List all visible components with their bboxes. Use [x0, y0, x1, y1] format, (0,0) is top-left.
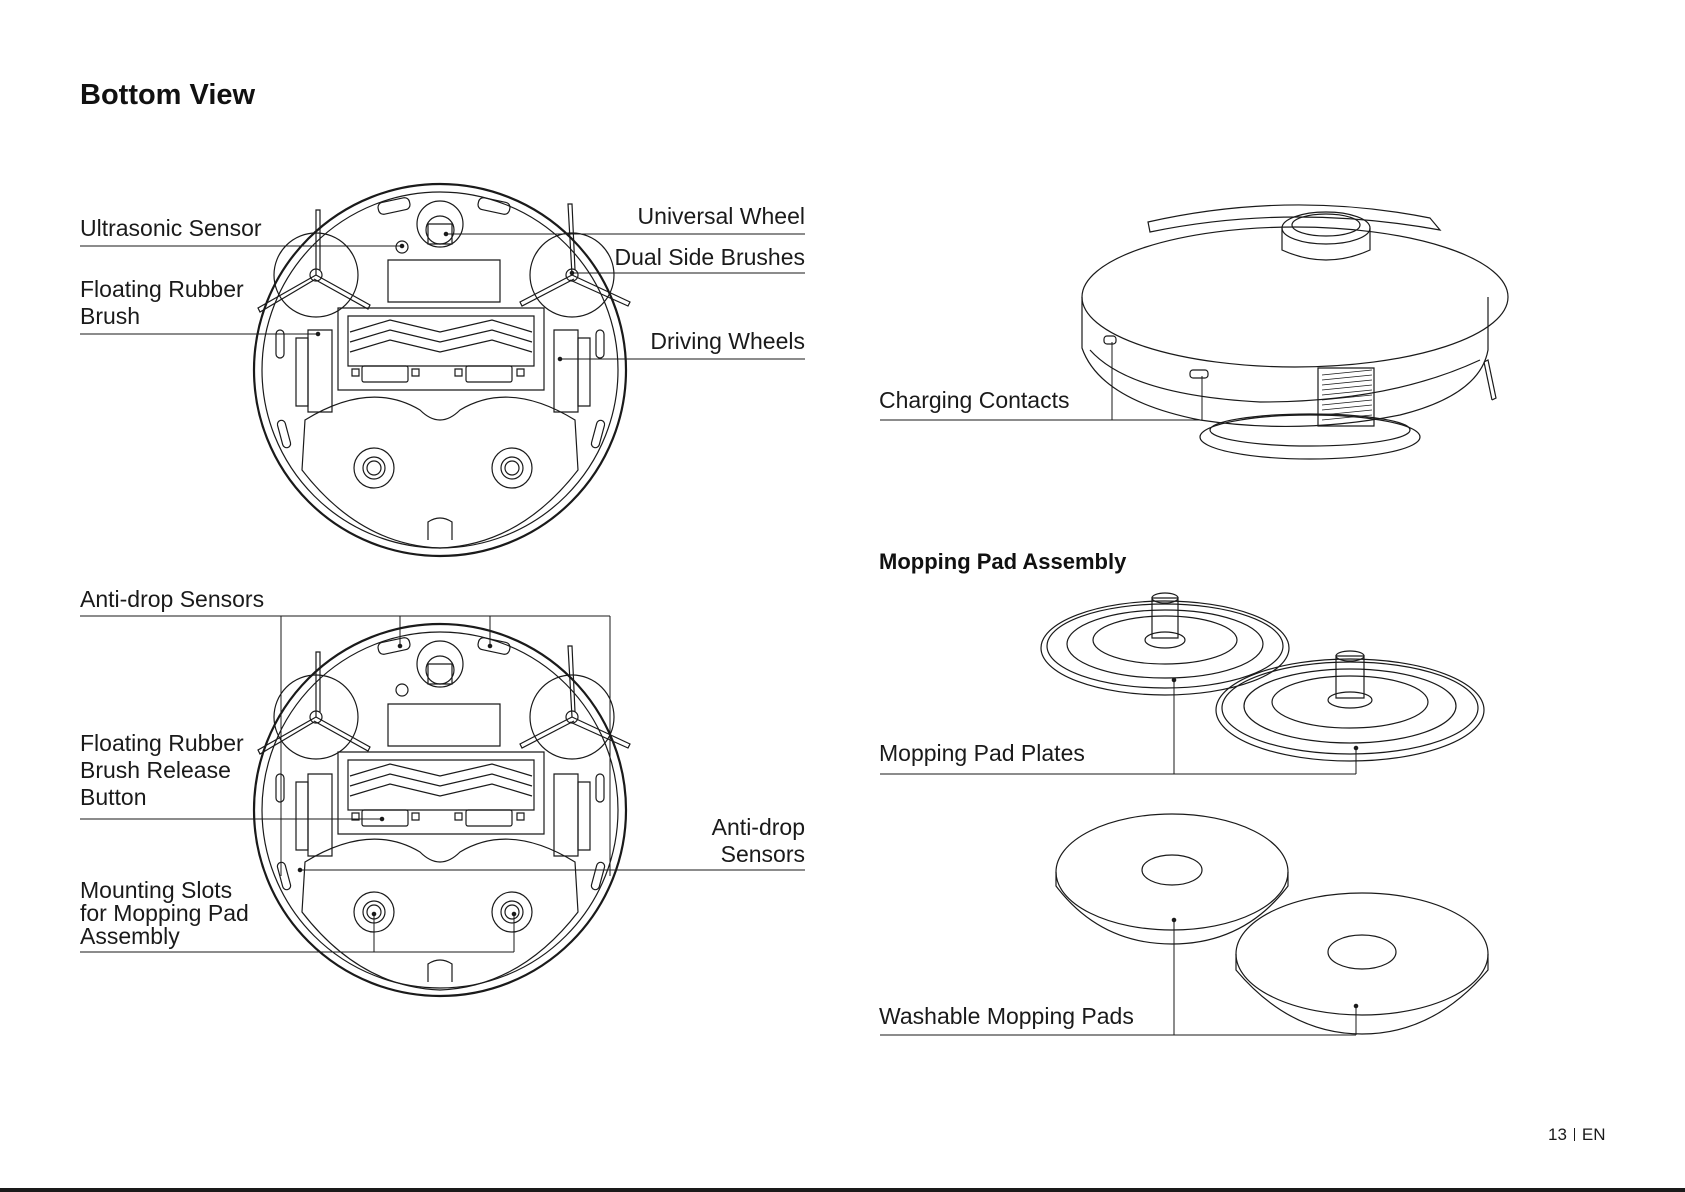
label-mopping-pad-plates: Mopping Pad Plates	[879, 740, 1085, 767]
label-line: Assembly	[80, 925, 249, 948]
mopping-pad-plates-drawing	[1041, 593, 1484, 761]
label-brush-release-button: Floating Rubber Brush Release Button	[80, 730, 244, 811]
label-line: Floating Rubber	[80, 730, 244, 757]
robot-bottom-view-bottom	[254, 624, 630, 996]
footer-bar	[0, 1188, 1685, 1192]
page-number: 13 EN	[1548, 1125, 1606, 1145]
label-line: for Mopping Pad	[80, 902, 249, 925]
label-mounting-slots: Mounting Slots for Mopping Pad Assembly	[80, 879, 249, 948]
label-anti-drop-sensors-top: Anti-drop Sensors	[80, 586, 264, 613]
label-ultrasonic-sensor: Ultrasonic Sensor	[80, 215, 262, 242]
label-anti-drop-sensors-right: Anti-drop Sensors	[712, 814, 805, 868]
label-driving-wheels: Driving Wheels	[650, 328, 805, 355]
page-number-value: 13	[1548, 1125, 1567, 1144]
page-language: EN	[1582, 1125, 1606, 1144]
label-dual-side-brushes: Dual Side Brushes	[615, 244, 806, 271]
robot-side-view	[1082, 205, 1508, 459]
label-charging-contacts: Charging Contacts	[879, 387, 1070, 414]
page-number-separator	[1574, 1128, 1575, 1141]
label-line: Mounting Slots	[80, 879, 249, 902]
robot-bottom-view-top	[254, 184, 630, 556]
label-floating-rubber-brush: Floating Rubber Brush	[80, 276, 244, 330]
label-line: Brush	[80, 303, 244, 330]
washable-mopping-pads-drawing	[1056, 814, 1488, 1034]
label-line: Brush Release	[80, 757, 244, 784]
mopping-section-title: Mopping Pad Assembly	[879, 549, 1126, 575]
label-universal-wheel: Universal Wheel	[638, 203, 805, 230]
label-line: Button	[80, 784, 244, 811]
label-line: Sensors	[712, 841, 805, 868]
page-title: Bottom View	[80, 79, 255, 112]
label-line: Floating Rubber	[80, 276, 244, 303]
label-washable-mopping-pads: Washable Mopping Pads	[879, 1003, 1134, 1030]
label-line: Anti-drop	[712, 814, 805, 841]
